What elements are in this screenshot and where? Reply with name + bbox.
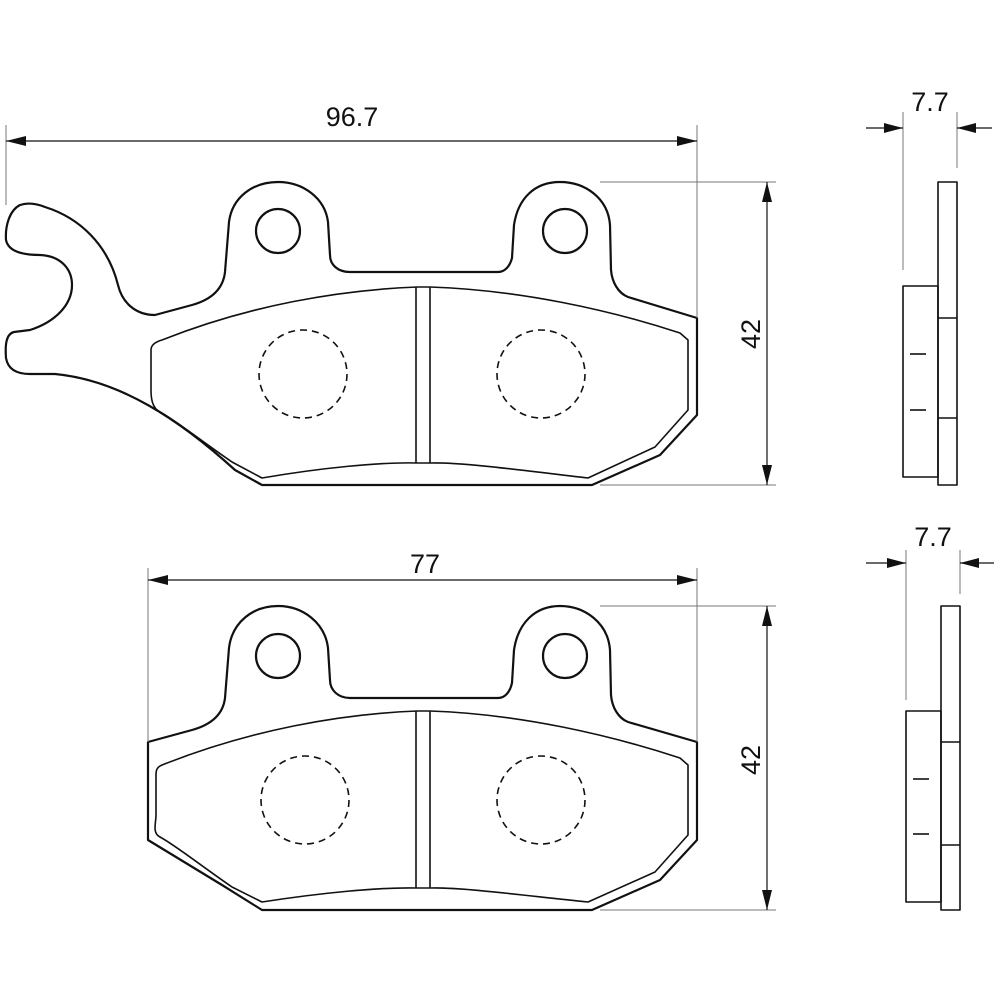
top-pad-height-label: 42: [736, 319, 766, 349]
bottom-pad-mounting-hole-left: [254, 632, 302, 680]
top-pad-width-dimension: 96.7: [5, 102, 698, 318]
top-pad-mounting-hole-right: [541, 207, 589, 255]
bottom-pad-piston-circle-right: [496, 755, 586, 845]
bottom-pad-side-view: [905, 605, 961, 911]
top-pad-piston-circle-left: [258, 329, 348, 419]
bottom-pad-thickness-dimension: 7.7: [866, 522, 994, 700]
top-pad-side-view: [902, 181, 958, 486]
bottom-pad-height-label: 42: [736, 745, 766, 775]
top-pad-front-view: [4, 180, 699, 487]
bottom-pad-side-backing: [940, 605, 961, 911]
top-pad-thickness-dimension: 7.7: [866, 87, 992, 270]
bottom-pad-width-dimension: 77: [147, 549, 698, 742]
bottom-pad-height-dimension: 42: [600, 605, 776, 911]
bottom-pad-front-view: [146, 604, 699, 912]
top-pad-thickness-label: 7.7: [911, 87, 949, 117]
top-pad-side-backing: [937, 181, 958, 486]
bottom-pad-friction-material: [154, 710, 689, 903]
bottom-pad-width-label: 77: [410, 549, 440, 579]
top-pad-mounting-hole-left: [254, 207, 302, 255]
top-pad-backing-plate: [4, 180, 699, 487]
top-pad-side-friction: [902, 285, 939, 478]
bottom-pad-backing-plate: [146, 604, 699, 912]
top-pad-friction-material: [150, 286, 689, 479]
bottom-pad-mounting-hole-right: [541, 632, 589, 680]
top-pad-height-dimension: 42: [600, 181, 776, 486]
top-pad-width-label: 96.7: [326, 102, 379, 132]
top-pad-piston-circle-right: [496, 329, 586, 419]
bottom-pad-thickness-label: 7.7: [914, 522, 952, 552]
bottom-pad-side-friction: [905, 710, 942, 903]
bottom-pad-piston-circle-left: [260, 755, 350, 845]
